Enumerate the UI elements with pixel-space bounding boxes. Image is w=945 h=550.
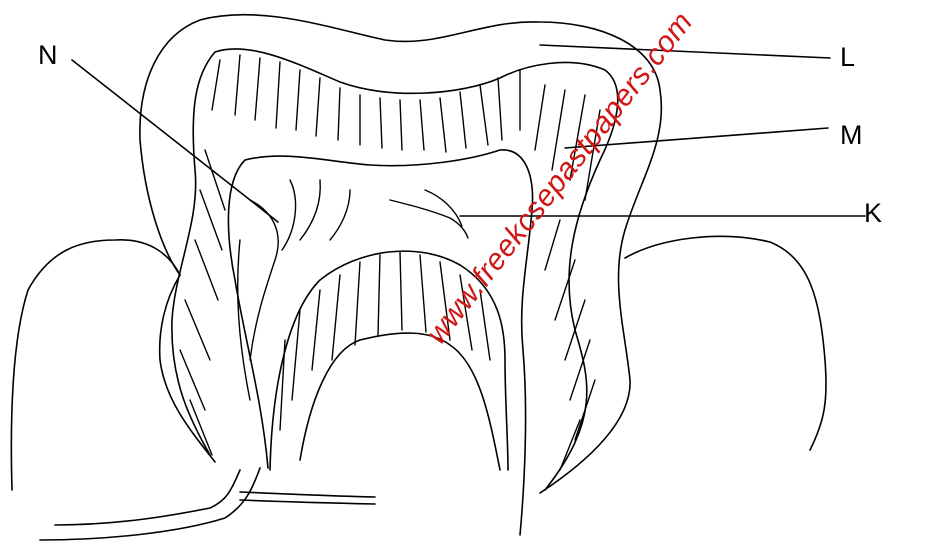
label-k: K [864, 200, 882, 227]
dentine-tubules [180, 55, 600, 470]
right-gum-outline [625, 236, 826, 450]
pulp-inner-arch [300, 333, 500, 470]
label-n: N [38, 42, 58, 69]
nerve-vessel-upper [55, 470, 240, 525]
pulp-nerves [238, 180, 468, 400]
leader-line-l [540, 45, 830, 58]
label-l: L [840, 44, 855, 71]
leader-line-n [72, 60, 278, 222]
label-m: M [840, 122, 863, 149]
nerve-vessel-lower [40, 468, 260, 540]
left-gum-outline [11, 240, 180, 490]
blood-vessel-branch [240, 492, 375, 504]
